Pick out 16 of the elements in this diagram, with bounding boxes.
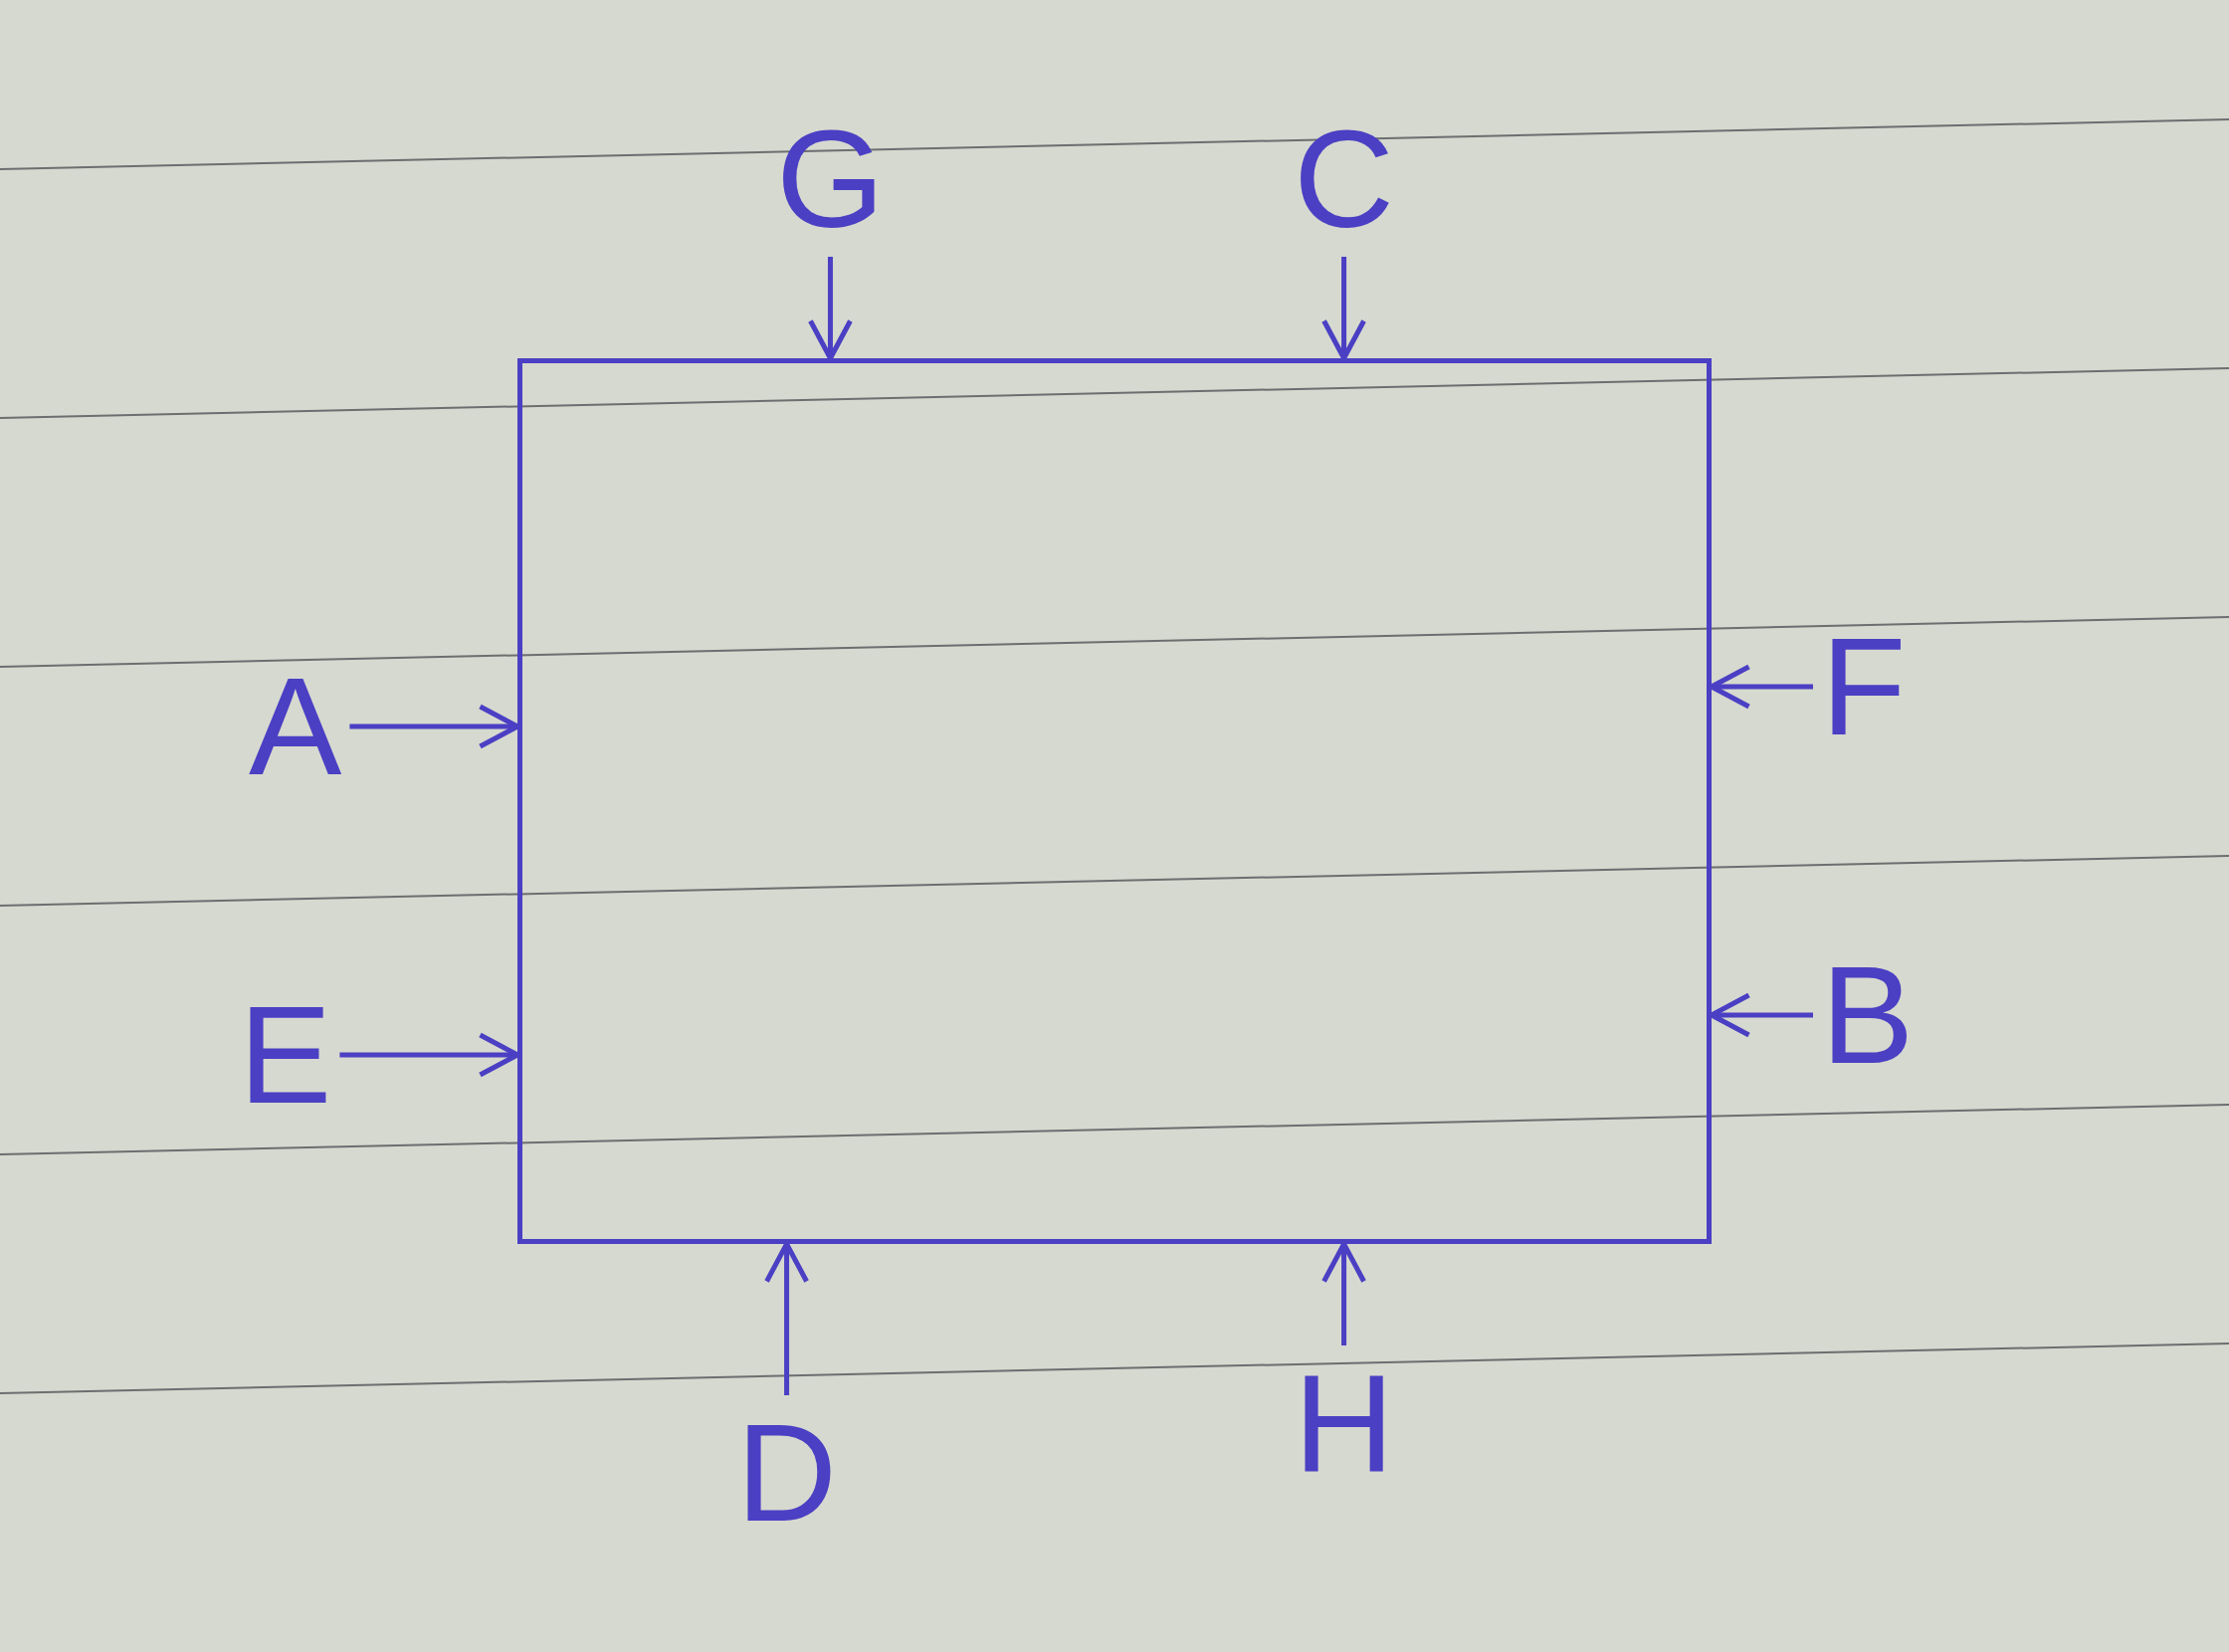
letter-label: D xyxy=(736,1403,838,1543)
arrow xyxy=(1709,992,1813,1038)
letter-label: F xyxy=(1821,617,1907,756)
arrow xyxy=(1321,1241,1367,1345)
letter-label: E xyxy=(239,985,332,1125)
letter-label: B xyxy=(1821,945,1915,1085)
arrow xyxy=(339,1032,520,1078)
arrow xyxy=(1321,257,1367,361)
arrow xyxy=(764,1241,810,1395)
arrow xyxy=(349,704,520,749)
arrow xyxy=(807,257,853,361)
letter-label: A xyxy=(249,657,342,796)
arrow xyxy=(1709,664,1813,710)
rectangle-outline xyxy=(517,358,1712,1244)
letter-label: H xyxy=(1294,1353,1395,1493)
letter-label: C xyxy=(1294,109,1395,249)
